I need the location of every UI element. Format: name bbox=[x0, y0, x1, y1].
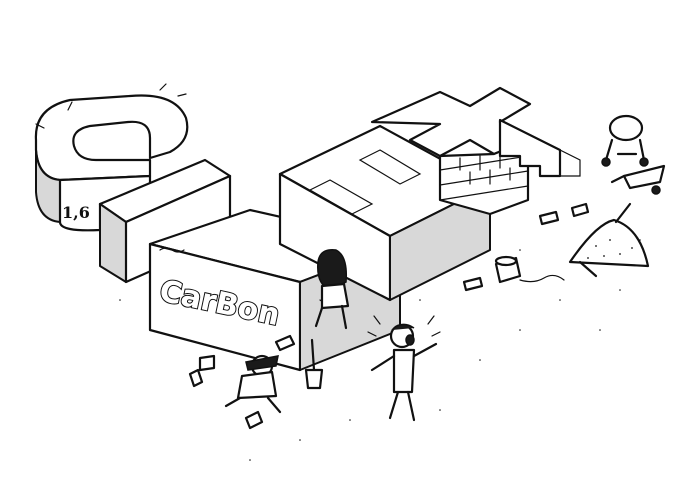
bottles bbox=[188, 354, 264, 430]
letter-x-block bbox=[370, 86, 581, 216]
sand-pile bbox=[568, 202, 650, 278]
scattered-bricks bbox=[462, 202, 590, 292]
sitting-person bbox=[314, 249, 350, 330]
wheelbarrow bbox=[610, 164, 666, 195]
graffiti-artist bbox=[224, 334, 296, 414]
letter-e-block bbox=[278, 124, 492, 302]
shovel bbox=[304, 338, 324, 390]
s-tag-text: 1,6 bbox=[62, 203, 90, 222]
shouting-person bbox=[367, 315, 441, 422]
brick-pattern bbox=[439, 153, 529, 201]
paint-bucket bbox=[494, 255, 565, 284]
cement-mixer bbox=[601, 114, 649, 167]
